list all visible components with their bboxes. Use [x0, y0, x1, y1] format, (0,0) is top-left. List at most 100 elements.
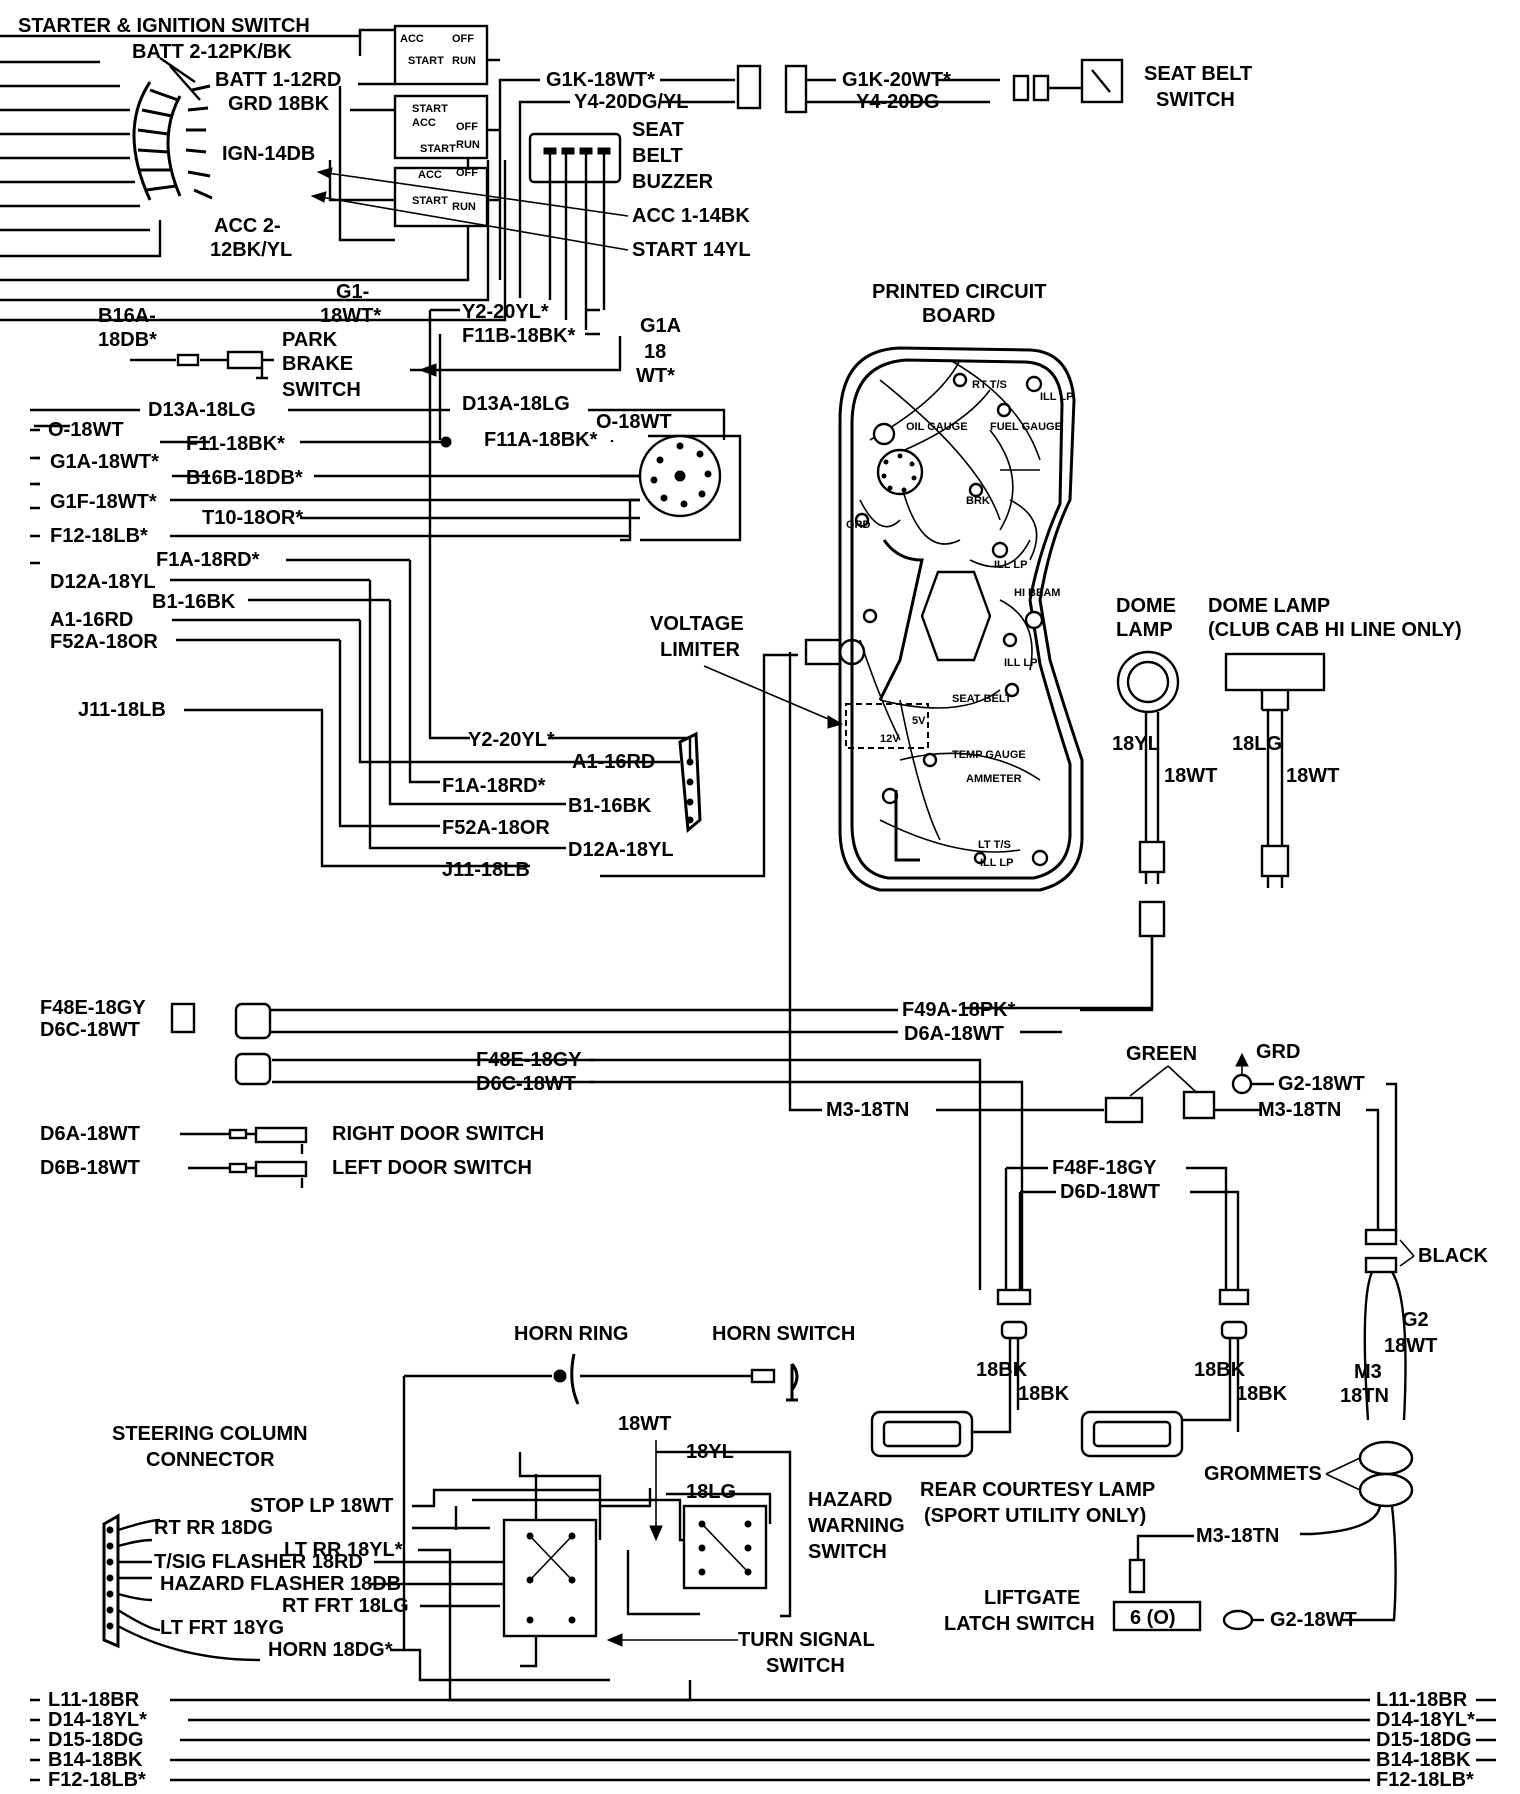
bk-label-3: 18BK: [1194, 1359, 1246, 1381]
horn-switch-title: HORN SWITCH: [712, 1323, 855, 1345]
switch-start-glyph-4: START: [412, 195, 448, 207]
rear-lamp-2-lens: [1092, 1420, 1172, 1448]
grd-label: GRD 18BK: [228, 93, 330, 115]
left-door-switch-label: LEFT DOOR SWITCH: [332, 1157, 532, 1179]
ign-switch-positions: ACC OFF START RUN START ACC OFF START RU…: [393, 24, 489, 228]
liftgate-title-2: LATCH SWITCH: [944, 1613, 1095, 1635]
horn-dg-label: HORN 18DG*: [268, 1639, 393, 1661]
f52a-right-label: F52A-18OR: [442, 817, 550, 839]
dome-yl: 18YL: [1112, 733, 1160, 755]
buzzer-wires: [548, 150, 606, 330]
left-door-plug: [228, 1162, 248, 1174]
left-wire-g1a: G1A-18WT*: [50, 451, 159, 473]
pcb-outline-outer: [838, 346, 1084, 892]
j11-right-label: J11-18LB: [442, 859, 530, 881]
seat-belt-connector-3: [1012, 74, 1030, 102]
rear-lamp-group: F48F-18GY D6D-18WT 18BK 18BK 18BK 18BK R…: [870, 1157, 1288, 1527]
ign-connector-arc-outer: [132, 81, 152, 201]
switch-pos-box-1: [393, 24, 489, 86]
w18wt-label: 18WT: [618, 1413, 671, 1435]
cluster-connector-pins: [650, 442, 712, 508]
black-connector-bottom: [1364, 1256, 1398, 1274]
steering-column-group: HORN RING HORN SWITCH STEERING COLUMN CO…: [102, 1323, 905, 1702]
hazard-flasher-label: HAZARD FLASHER 18DB: [160, 1573, 401, 1595]
g1k20-label: G1K-20WT*: [842, 69, 951, 91]
right-door-plug: [228, 1128, 248, 1140]
ignition-switch-group: STARTER & IGNITION SWITCH BATT 2-12PK/BK…: [0, 15, 751, 351]
g2-top-label: G2-18WT: [1278, 1073, 1365, 1095]
grommet-upper-icon: [1358, 1440, 1414, 1476]
pcb-ill-lp-3: ILL LP: [1004, 657, 1037, 669]
pcb-cluster-pins: [881, 453, 917, 493]
pcb-title-1: PRINTED CIRCUIT: [872, 281, 1046, 303]
pcb-left-cutout: [878, 539, 924, 701]
m3-bottom-label: M3-18TN: [1196, 1525, 1279, 1547]
acc1-arrow-icon: [316, 167, 333, 179]
bottom-harness-lines: [30, 1698, 1496, 1782]
right-door-switch-label: RIGHT DOOR SWITCH: [332, 1123, 544, 1145]
black-leaders: [1399, 1239, 1415, 1267]
seat-belt-wires: [498, 78, 1000, 298]
seat-belt-group: G1K-18WT* Y4-20DG/YL G1K-20WT* Y4-20DG S…: [410, 58, 1252, 740]
mid-wire-runs: [588, 408, 742, 542]
m3-mid-run: [788, 652, 1104, 1112]
d6c-left-label: D6C-18WT: [40, 1019, 140, 1041]
voltage-limiter-connector: [804, 638, 842, 666]
buzzer-box: [528, 132, 622, 184]
switch-pos-box-2: [393, 94, 489, 160]
pcb-oil-gauge: OIL GAUGE: [906, 421, 968, 433]
left-wire-d13a: D13A-18LG: [148, 399, 256, 421]
batt-leader-lines: [159, 57, 201, 101]
bottom-right-b14: B14-18BK: [1376, 1749, 1471, 1771]
grd-arrow-icon: [1235, 1052, 1249, 1067]
pcb-5v: 5V: [912, 715, 926, 727]
door-wire-runs: [270, 936, 1154, 1084]
buzzer-title-1: SEAT: [632, 119, 684, 141]
f48e-mid-label: F48E-18GY: [476, 1049, 582, 1071]
seat-belt-switch-contact: [1048, 69, 1111, 93]
voltage-limiter-title-2: LIMITER: [660, 639, 741, 661]
w18wt-arrow-icon: [649, 1525, 663, 1542]
liftgate-ground-eyelet-icon: [1222, 1609, 1254, 1631]
club-connector: [1260, 844, 1290, 878]
latch-switch-connector: [1128, 1558, 1146, 1594]
liftgate-group: BLACK G2 18WT M3 18TN GROMMETS M3-18TN 6…: [944, 1228, 1489, 1635]
dome-connector-female: [1138, 840, 1166, 874]
left-wire-j11: J11-18LB: [78, 699, 166, 721]
g1a-label-1: G1A: [640, 315, 681, 337]
mid-f11a: F11A-18BK*: [484, 429, 598, 451]
acc1-label: ACC 1-14BK: [632, 205, 750, 227]
b1-right-label: B1-16BK: [568, 795, 652, 817]
g1k18-label: G1K-18WT*: [546, 69, 655, 91]
latch-switch-body: [1112, 1600, 1202, 1632]
y2-top-label: Y2-20YL*: [462, 301, 549, 323]
f49a-label: F49A-18PK*: [902, 999, 1016, 1021]
batt2-label: BATT 2-12PK/BK: [132, 41, 292, 63]
right-door-switch-body: [254, 1126, 308, 1144]
switch-run-glyph-2: RUN: [456, 139, 480, 151]
black-label: BLACK: [1418, 1245, 1489, 1267]
rt-frt-label: RT FRT 18LG: [282, 1595, 409, 1617]
voltage-limiter-title-1: VOLTAGE: [650, 613, 744, 635]
bk-label-2: 18BK: [1018, 1383, 1070, 1405]
dome-connector-stubs: [962, 872, 1284, 1010]
park-brake-ground-icon: [256, 368, 268, 380]
liftgate-title-1: LIFTGATE: [984, 1587, 1080, 1609]
m3-label-1: M3: [1354, 1361, 1382, 1383]
turn-signal-switch-body: [502, 1518, 598, 1638]
switch-internal-wires: [328, 28, 500, 242]
club-lamp-neck: [1260, 690, 1290, 712]
seat-belt-switch-title-2: SWITCH: [1156, 89, 1235, 111]
park-brake-title-2: BRAKE: [282, 353, 353, 375]
seat-belt-connector-2: [784, 64, 808, 114]
bottom-left-b14: B14-18BK: [48, 1749, 143, 1771]
switch-acc-glyph-3: ACC: [418, 169, 442, 181]
pcb-bottom-strip: [894, 790, 920, 862]
g2-bottom-label: G2-18WT: [1270, 1609, 1357, 1631]
park-brake-arrow-icon: [418, 363, 437, 377]
switch-off-glyph: OFF: [452, 33, 474, 45]
cluster-connector-leads: [600, 474, 640, 542]
steering-switch-wiring: [370, 1450, 792, 1702]
green-connector-2: [1182, 1090, 1216, 1120]
